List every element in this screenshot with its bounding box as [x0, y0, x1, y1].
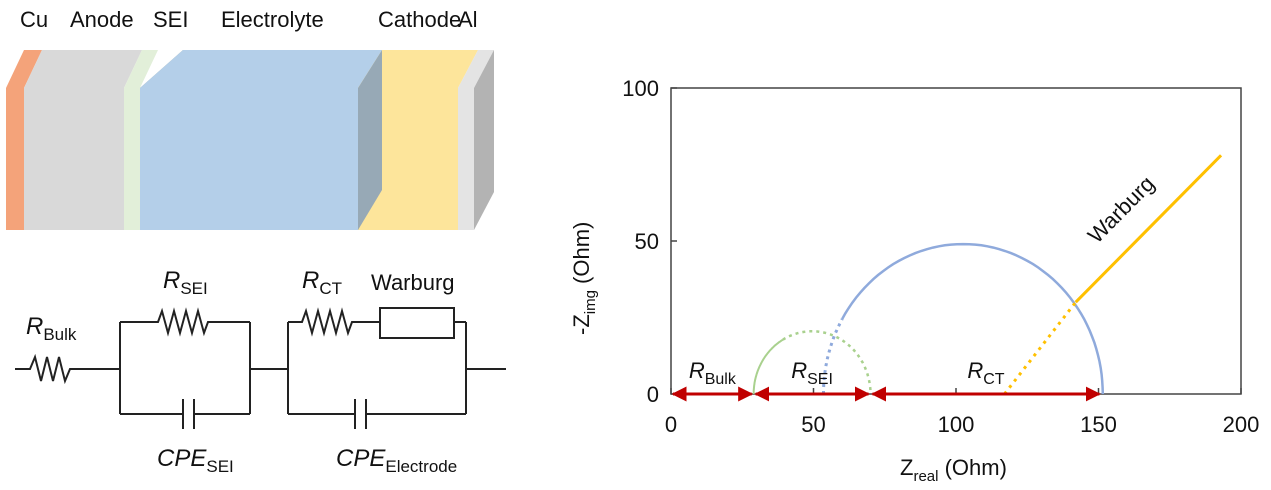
y-tick-label: 100 — [622, 76, 659, 101]
span-label-main: R — [791, 358, 807, 383]
warburg-line — [1074, 154, 1223, 304]
electrolyte-layer-side — [358, 50, 382, 230]
label-sei: SEI — [153, 7, 188, 32]
circuit-labels: RBulk RSEI RCT Warburg CPESEI CPEElectro… — [26, 267, 457, 476]
span-label: RCT — [967, 358, 1004, 388]
span-label-sub: Bulk — [705, 371, 737, 388]
y-tick-label: 50 — [635, 229, 659, 254]
electrolyte-layer-front — [140, 88, 358, 230]
x-axis-label: Zreal (Ohm) — [900, 455, 1007, 485]
electrolyte-layer-back — [183, 50, 358, 90]
label-r-sei: RSEI — [163, 267, 208, 298]
span-label-main: R — [967, 358, 983, 383]
y-axis-label: -Zimg (Ohm) — [569, 222, 599, 335]
span-label-main: R — [689, 358, 705, 383]
sei-layer-front — [124, 88, 140, 230]
label-warburg: Warburg — [371, 270, 455, 295]
x-tick-label: 50 — [801, 412, 825, 437]
resistor-ct — [288, 307, 380, 337]
ct-semicircle-dotted — [822, 318, 844, 394]
sei-layer-top — [124, 50, 158, 88]
cu-layer-top — [6, 50, 42, 88]
al-layer-front — [458, 88, 474, 230]
label-anode: Anode — [70, 7, 134, 32]
span-label-sub: SEI — [807, 371, 833, 388]
x-axis-ticks: 0 50 100 150 200 — [665, 388, 1259, 437]
al-layer-side — [474, 50, 494, 230]
warburg-series-label: Warburg — [1083, 171, 1160, 248]
al-layer-top — [458, 50, 494, 88]
warburg-extrapolation — [1003, 301, 1077, 395]
x-tick-label: 0 — [665, 412, 677, 437]
label-cpe-electrode: CPEElectrode — [336, 445, 457, 476]
y-tick-label: 0 — [647, 382, 659, 407]
anode-layer-top — [24, 50, 142, 88]
span-label: RBulk — [689, 358, 737, 388]
label-cu: Cu — [20, 7, 48, 32]
y-axis-ticks: 0 50 100 — [622, 76, 677, 407]
resistor-bulk — [15, 353, 120, 385]
label-r-bulk: RBulk — [26, 313, 77, 344]
x-tick-label: 150 — [1080, 412, 1117, 437]
ct-semicircle-solid — [841, 242, 1105, 395]
plot-frame — [670, 87, 1242, 395]
span-label: RSEI — [791, 358, 833, 388]
x-tick-label: 100 — [938, 412, 975, 437]
warburg-element — [379, 307, 455, 339]
label-al: Al — [458, 7, 478, 32]
span-label-sub: CT — [983, 371, 1005, 388]
label-electrolyte: Electrolyte — [221, 7, 324, 32]
anode-layer-front — [24, 88, 124, 230]
x-tick-label: 200 — [1223, 412, 1260, 437]
battery-diagram: Cu Anode SEI Electrolyte Cathode Al — [6, 7, 494, 230]
resistor-sei — [120, 307, 250, 337]
sei-semicircle-solid — [752, 338, 784, 395]
label-cathode: Cathode — [378, 7, 461, 32]
equivalent-circuit — [15, 307, 506, 429]
cathode-layer-top — [358, 50, 478, 88]
label-cpe-sei: CPESEI — [157, 445, 234, 476]
label-r-ct: RCT — [302, 267, 342, 298]
cu-layer-front — [6, 88, 24, 230]
